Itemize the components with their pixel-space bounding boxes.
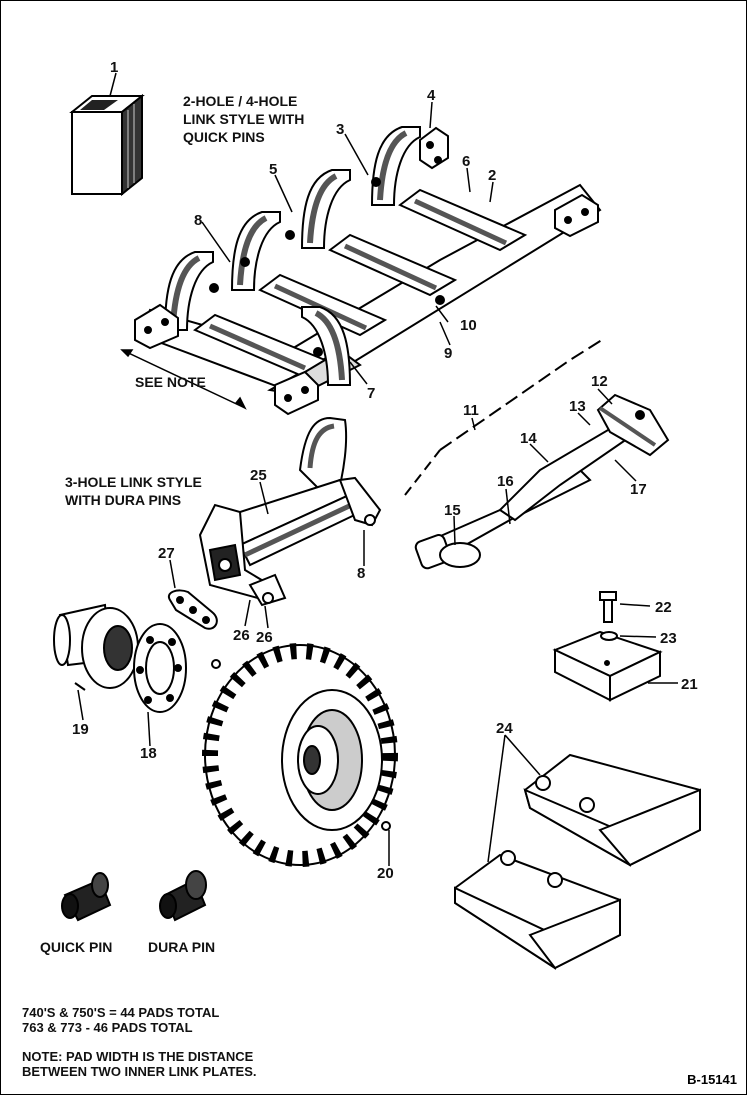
callout-11: 11 [463,402,479,419]
callout-8-top: 8 [194,212,202,229]
callout-23: 23 [660,630,677,647]
callout-2: 2 [488,167,496,184]
callout-14: 14 [520,430,537,447]
callout-8-mid: 8 [357,565,365,582]
heading-mid-line1: 3-HOLE LINK STYLE [65,474,202,490]
pad-totals: 740'S & 750'S = 44 PADS TOTAL 763 & 773 … [22,1005,219,1035]
callout-5: 5 [269,161,277,178]
quick-pin-label: QUICK PIN [40,939,112,955]
note-line2: BETWEEN TWO INNER LINK PLATES. [22,1064,257,1079]
callout-12: 12 [591,373,608,390]
callout-25: 25 [250,467,267,484]
callout-13: 13 [569,398,586,415]
quick-pin [61,872,112,922]
callout-1: 1 [110,59,118,76]
see-note-label: SEE NOTE [135,374,206,390]
heading-top-line1: 2-HOLE / 4-HOLE [183,93,297,109]
leader-lines [77,72,678,866]
note-line1: NOTE: PAD WIDTH IS THE DISTANCE [22,1049,254,1064]
callout-20: 20 [377,865,394,882]
heading-mid-line2: WITH DURA PINS [65,492,181,508]
heading-top-line2: LINK STYLE WITH [183,111,304,127]
callout-17: 17 [630,481,647,498]
callout-22: 22 [655,599,672,616]
dura-pin-label: DURA PIN [148,939,215,955]
block-parts [552,591,663,702]
callout-6: 6 [462,153,470,170]
callout-18: 18 [140,745,157,762]
callout-10: 10 [460,317,477,334]
callout-19: 19 [72,721,89,738]
callout-3: 3 [336,121,344,138]
tire-wheel [202,643,398,867]
callout-15: 15 [444,502,461,519]
see-note-dimension [120,349,247,410]
callout-24: 24 [496,720,513,737]
callout-26: 26 [233,627,250,644]
callout-4: 4 [427,87,436,104]
callout-16: 16 [497,473,514,490]
callout-26b: 26 [256,629,273,646]
callout-21: 21 [681,676,698,693]
ice-lug-assembly [404,337,670,570]
pad-total-740-750: 740'S & 750'S = 44 PADS TOTAL [22,1005,220,1020]
reference-number: B-15141 [687,1072,737,1087]
track-assembly-quick-pins [134,127,602,416]
dura-pin [159,870,207,922]
callout-7: 7 [367,385,375,402]
callout-27: 27 [158,545,175,562]
pad-width-note: NOTE: PAD WIDTH IS THE DISTANCE BETWEEN … [22,1049,256,1079]
track-assembly-dura-pins [198,416,382,607]
wheel-hub [53,603,187,713]
callout-9: 9 [444,345,452,362]
item-27-link [167,589,218,630]
heading-top-line3: QUICK PINS [183,129,265,145]
item-1-box [69,93,145,197]
item-24-pads [454,753,701,970]
pad-total-763-773: 763 & 773 - 46 PADS TOTAL [22,1020,193,1035]
